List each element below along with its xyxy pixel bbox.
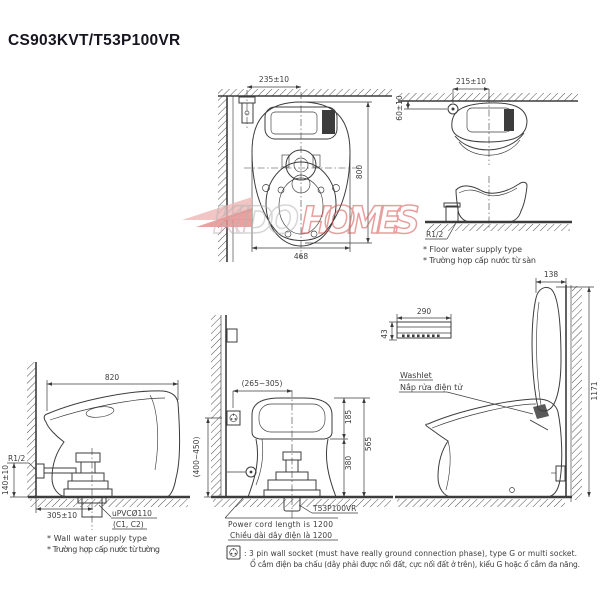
watermark-text-right: HOMES <box>301 199 420 242</box>
dim-total-height-label: 565 <box>364 437 373 452</box>
supply-size-label: R1/2 <box>426 230 444 239</box>
open-toilet-body <box>425 398 566 498</box>
cord-note-en: Power cord length is 1200 <box>228 520 333 529</box>
wall-hatch-left <box>218 96 227 262</box>
side-view-open: 290 43 138 1171 Washlet Nắp rửa điện tử <box>380 270 599 507</box>
open-dimensions: 138 1171 Washlet Nắp rửa điện tử <box>399 270 599 498</box>
front-note-en: * Floor water supply type <box>423 245 522 254</box>
dim-remote-width-label: 290 <box>417 307 432 316</box>
floor-hatch <box>213 499 391 507</box>
side-note-vi: * Trường hợp cấp nước từ tường <box>47 544 160 554</box>
front-toilet <box>451 96 528 165</box>
floor-hatch <box>397 499 565 507</box>
dim-socket-offset-label: (265~305) <box>242 379 283 388</box>
dim-supply-offset-label: 215±10 <box>456 77 486 86</box>
valve-model-label: T53P100VR <box>312 504 356 513</box>
dim-supply-height-label: 140±10 <box>1 465 10 495</box>
footnote: : 3 pin wall socket (must have really gr… <box>226 545 580 569</box>
rear-toilet <box>227 390 337 520</box>
rear-view: (265~305) 185 380 565 (400~450) T53P100V… <box>192 315 393 541</box>
remote-buttons <box>402 334 440 338</box>
dim-width-label: 468 <box>294 252 309 261</box>
open-lid <box>531 286 562 412</box>
footnote-en: : 3 pin wall socket (must have really gr… <box>244 549 577 558</box>
floor-hatch <box>30 499 188 507</box>
floor-hatch <box>427 224 570 231</box>
watermark-logo-triangle-dark <box>196 208 252 227</box>
plan-dimensions: 235±10 800 468 <box>246 75 372 261</box>
socket-icon <box>226 410 241 426</box>
front-view: 215±10 60±10 R1/2 * Floor water supply t… <box>395 77 578 265</box>
wall-hatch <box>211 315 221 497</box>
dim-lid-depth-label: 138 <box>544 270 559 279</box>
washlet-label-en: Washlet <box>400 371 432 380</box>
side-view-wall: 820 R1/2 140±10 305±10 uPVCØ110 (C1, C2)… <box>1 362 190 554</box>
watermark: KIDO HOMES <box>182 197 421 243</box>
side-supply-assembly <box>35 448 113 530</box>
footnote-vi: Ổ cắm điện ba chấu (dây phải được nối đấ… <box>250 559 580 569</box>
front-note-vi: * Trường hợp cấp nước từ sàn <box>423 255 536 265</box>
front-supply-valve <box>404 103 459 115</box>
front-dimensions: 215±10 60±10 R1/2 <box>395 77 490 240</box>
dim-drain-offset-label: 305±10 <box>47 511 77 520</box>
wall-hatch <box>572 286 582 500</box>
watermark-text-left: KIDO <box>213 199 299 242</box>
dim-supply-height-label: 60±10 <box>395 95 404 121</box>
front-floor-sketch <box>425 176 572 231</box>
plan-view: 235±10 800 468 <box>218 75 392 262</box>
supply-size-label: R1/2 <box>8 454 26 463</box>
side-note-en: * Wall water supply type <box>47 534 147 543</box>
rear-dimensions: (265~305) 185 380 565 (400~450) T53P100V… <box>192 379 373 541</box>
side-toilet <box>43 390 181 498</box>
wall-hatch <box>398 93 578 101</box>
wall-hatch <box>27 362 36 497</box>
washlet-label-vi: Nắp rửa điện tử <box>400 382 463 392</box>
dim-seat-height-label: 185 <box>344 410 353 425</box>
dim-open-height-label: 1171 <box>590 381 599 400</box>
plan-toilet-outline <box>244 92 362 258</box>
side-dimensions: 820 R1/2 140±10 305±10 uPVCØ110 (C1, C2) <box>1 373 179 530</box>
remote-control: 290 43 <box>380 307 452 341</box>
cord-note-vi: Chiều dài dây điện là 1200 <box>230 531 332 540</box>
plan-supply-valve <box>238 90 256 128</box>
wall-hatch-top <box>218 89 392 96</box>
dim-bowl-height-label: 380 <box>344 456 353 471</box>
dim-supply-offset-label: 235±10 <box>259 75 289 84</box>
dim-depth-label: 820 <box>105 373 120 382</box>
socket-legend-icon <box>226 545 241 560</box>
dim-remote-height-label: 43 <box>380 329 389 339</box>
wall-junction-box <box>226 328 238 343</box>
dim-length-label: 800 <box>355 165 364 180</box>
dim-socket-height-label: (400~450) <box>192 437 201 478</box>
drain-pipe-label: uPVCØ110 <box>112 509 152 518</box>
page-title: CS903KVT/T53P100VR <box>8 32 181 49</box>
drain-variants-label: (C1, C2) <box>113 520 144 529</box>
